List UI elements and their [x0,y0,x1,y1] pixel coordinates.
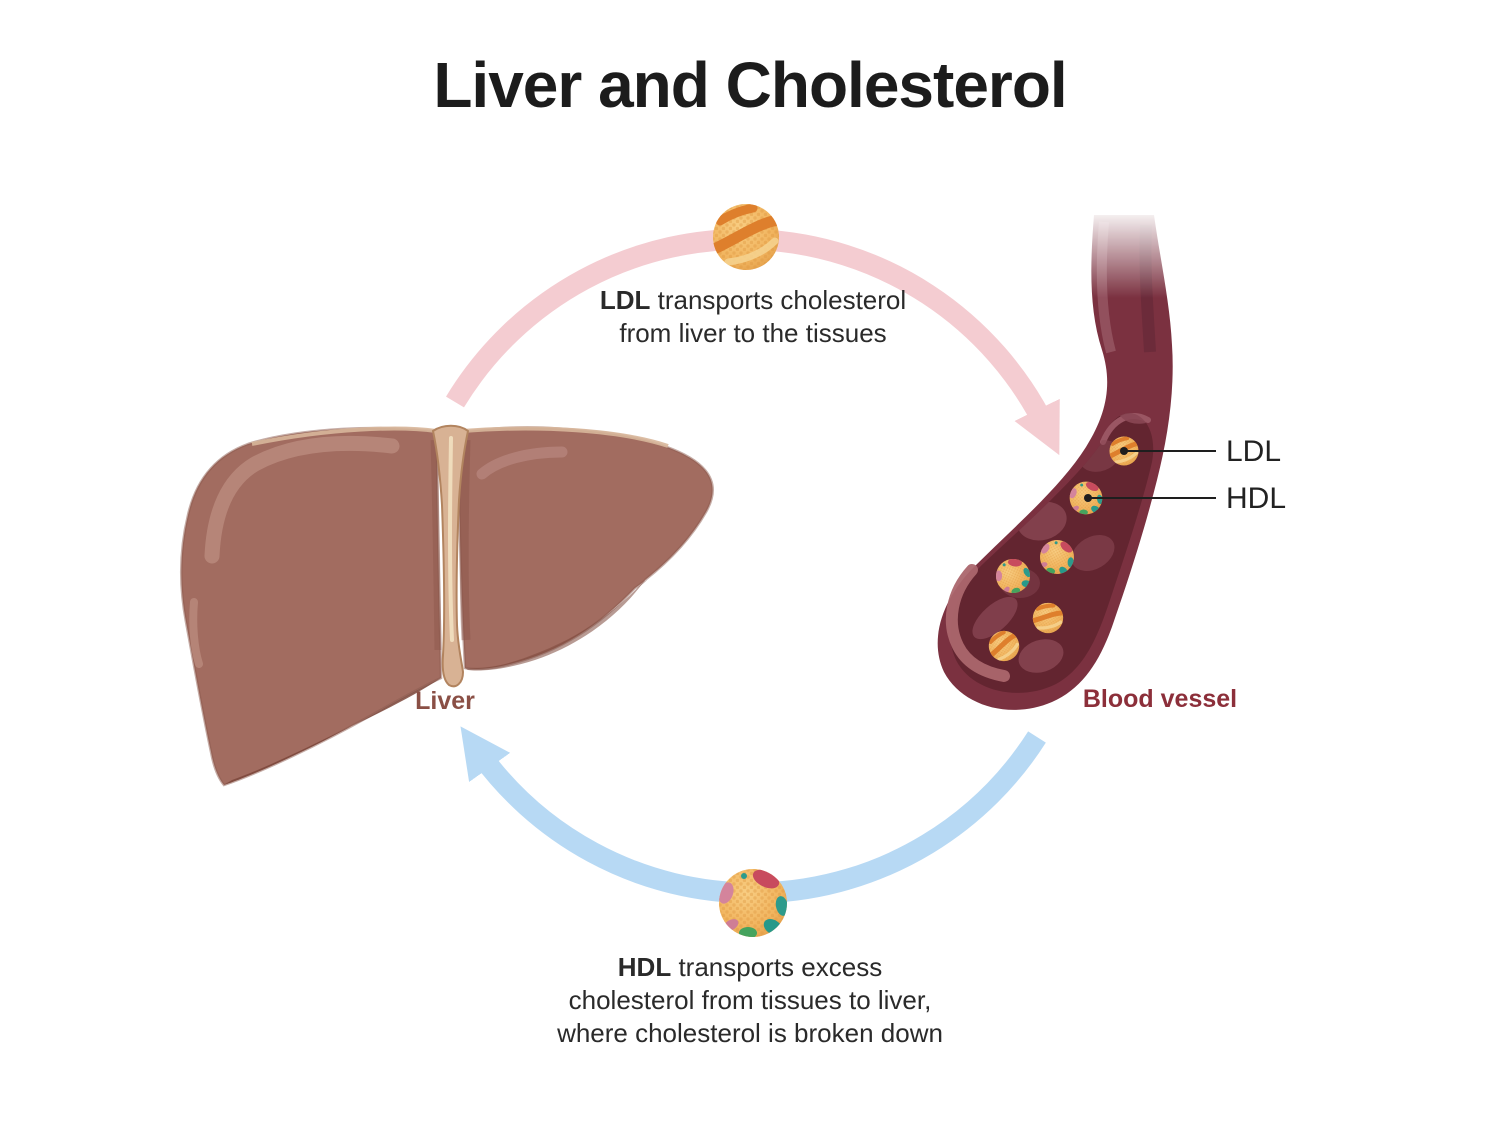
hdl-caption: HDL transports excess cholesterol from t… [557,951,943,1050]
hdl-particle-icon [716,866,790,939]
blood-vessel-illustration [937,208,1196,710]
hdl-pointer-line [1084,494,1216,502]
hdl-caption-line2: cholesterol from tissues to liver, [568,985,932,1015]
hdl-pointer-label: HDL [1226,482,1287,515]
ldl-pointer-label: LDL [1226,435,1282,468]
liver-label: Liver [415,687,475,715]
hdl-caption-line3: where cholesterol is broken down [557,1018,943,1048]
liver-illustration [180,424,714,787]
ldl-caption: LDL transports cholesterol from liver to… [600,284,906,350]
hdl-caption-line1: HDL transports excess [617,952,883,982]
ldl-particle-icon [713,204,779,270]
ldl-pointer-line [1120,447,1216,455]
page-title: Liver and Cholesterol [433,49,1067,121]
ldl-caption-line2: from liver to the tissues [619,318,887,348]
blood-cells [972,413,1154,673]
ldl-caption-line1: LDL transports cholesterol [599,285,907,315]
blood-vessel-label: Blood vessel [1082,685,1238,713]
